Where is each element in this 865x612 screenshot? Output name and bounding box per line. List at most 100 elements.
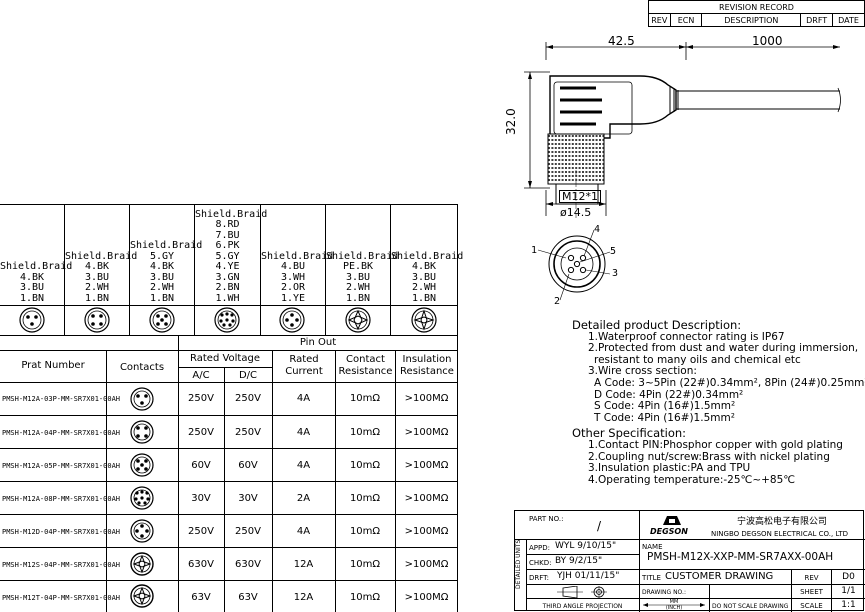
table-row: PMSH-M12D-04P-MM-SR7X01-00AH 250V 250V 4… (0, 515, 458, 548)
scale-value: 1:1 (841, 600, 856, 610)
other-spec-line: 1.Contact PIN:Phosphor copper with gold … (588, 438, 843, 451)
contact-cell: 10mΩ (349, 460, 381, 471)
part-number-cell: PMSH-M12A-08P-MM-SR7X01-00AH (2, 495, 121, 503)
table-row: PMSH-M12A-05P-MM-SR7X01-00AH 60V 60V 4A … (0, 449, 458, 482)
pinout-label: Pin Out (299, 337, 337, 348)
drft-label: DRFT: (529, 574, 550, 582)
contacts-face-icons (130, 387, 154, 608)
current-cell: 4A (296, 393, 311, 404)
ac-cell: 63V (191, 592, 211, 603)
current-cell: 12A (293, 559, 314, 570)
pinout-face-icons (19, 307, 437, 333)
part-number-cell: PMSH-M12T-04P-MM-SR7X01-00AH (2, 594, 121, 602)
contact-5pin-icon (130, 453, 154, 477)
rev-col-ecn: ECN (669, 13, 703, 27)
contact-cell: 10mΩ (349, 559, 381, 570)
insulation-cell: >100MΩ (404, 493, 449, 504)
chkd-label: CHKD: (529, 559, 552, 567)
header-part-number: Prat Number (21, 360, 85, 371)
ac-cell: 250V (188, 393, 214, 404)
ac-cell: 250V (188, 526, 214, 537)
pinout-col-7: Shield.Braid 4.BK 3.BU 2.WH 1.BN (391, 250, 464, 304)
insulation-cell: >100MΩ (404, 427, 449, 438)
current-cell: 4A (296, 427, 311, 438)
no-scale-note: DO NOT SCALE DRAWING (712, 603, 789, 610)
other-spec-line: 4.Operating temperature:-25℃~+85℃ (588, 473, 796, 486)
face-4pin-icon (84, 307, 110, 333)
title-label: TITLE (642, 574, 661, 582)
appd-value: WYL 9/10/15" (555, 541, 617, 551)
table-row: PMSH-M12A-03P-MM-SR7X01-00AH 250V 250V 4… (0, 382, 458, 416)
logo-text: DEGSON (650, 527, 688, 536)
parts-table: Pin Out Prat Number Contacts Rated Volta… (0, 336, 458, 612)
table-row: PMSH-M12S-04P-MM-SR7X01-00AH 630V 630V 1… (0, 548, 458, 581)
contact-8pin-icon (130, 486, 154, 510)
description-line: S Code: 4Pin (16#)1.5mm² (594, 400, 736, 413)
pin-label-4: 4 (594, 224, 601, 235)
ac-cell: 60V (191, 460, 211, 471)
dim-diameter: ø14.5 (560, 206, 592, 219)
part-number-cell: PMSH-M12A-03P-MM-SR7X01-00AH (2, 395, 121, 403)
rev-col-description: DESCRIPTION (701, 13, 802, 27)
revision-title: REVISION RECORD (648, 0, 865, 14)
rev-col-date: DATE (832, 13, 865, 27)
dim-height: 32.0 (504, 108, 518, 135)
description-line: T Code: 4Pin (16#)1.5mm² (594, 411, 735, 424)
dc-cell: 63V (238, 592, 258, 603)
part-number-cell: PMSH-M12A-04P-MM-SR7X01-00AH (2, 429, 121, 437)
insulation-cell: >100MΩ (404, 559, 449, 570)
description-line: 2.Protected from dust and water during i… (588, 342, 859, 355)
part-number-cell: PMSH-M12D-04P-MM-SR7X01-00AH (2, 528, 121, 536)
dim-cable-length: 1000 (752, 34, 783, 48)
table-row: PMSH-M12T-04P-MM-SR7X01-00AH 63V 63V 12A… (0, 581, 458, 612)
part-no-value: / (597, 519, 602, 533)
projection-symbol-icon (557, 586, 607, 598)
current-cell: 4A (296, 460, 311, 471)
drft-value: YJH 01/11/15" (557, 571, 620, 581)
insulation-cell: >100MΩ (404, 460, 449, 471)
current-cell: 2A (296, 493, 311, 504)
dc-cell: 630V (235, 559, 261, 570)
face-8pin-icon (214, 307, 240, 333)
description-line: 3.Wire cross section: (588, 365, 697, 378)
name-label: NAME (642, 543, 663, 551)
contact-cell: 10mΩ (349, 592, 381, 603)
title-block: DETAILED UNITS PART NO.: / DEGSON 宁波高松电子… (514, 510, 865, 612)
insulation-cell: >100MΩ (404, 393, 449, 404)
header-contacts: Contacts (119, 362, 165, 373)
ac-cell: 250V (188, 427, 214, 438)
header-dc: D/C (238, 370, 258, 381)
pin-label-1: 1 (531, 245, 538, 256)
face-4pin-d-code-icon (279, 307, 305, 333)
unit-mm: MM (669, 599, 679, 605)
pinout-table: Shield.Braid 4.BK 3.BU 1.BN Shield.Braid… (0, 204, 464, 336)
dc-cell: 250V (235, 393, 261, 404)
current-cell: 12A (293, 592, 314, 603)
rev-value: D0 (842, 572, 855, 582)
dim-thread: M12*1 (559, 190, 601, 203)
pin-label-5: 5 (610, 246, 617, 257)
insulation-cell: >100MΩ (404, 592, 449, 603)
scale-label: SCALE (800, 602, 823, 610)
pinout-col-2: Shield.Braid 4.BK 3.BU 2.WH 1.BN (65, 250, 138, 304)
description-line: D Code: 4Pin (22#)0.34mm² (594, 388, 744, 401)
table-row: PMSH-M12A-08P-MM-SR7X01-00AH 30V 30V 2A … (0, 482, 458, 515)
revision-record: REVISION RECORD REV ECN DESCRIPTION DRFT… (648, 0, 865, 27)
dc-cell: 30V (238, 493, 258, 504)
rev-label: REV (804, 574, 819, 582)
contact-cell: 10mΩ (349, 427, 381, 438)
header-rated-voltage: Rated Voltage (190, 353, 260, 364)
degson-logo-icon (663, 516, 681, 525)
table-row: PMSH-M12A-04P-MM-SR7X01-00AH 250V 250V 4… (0, 416, 458, 449)
contact-4pin-s-code-icon (130, 552, 154, 576)
description-heading: Detailed product Description: (572, 318, 742, 332)
chkd-value: BY 9/2/15" (555, 556, 603, 566)
header-rated-current: Rated Current (285, 354, 323, 377)
description-line: 1.Waterproof connector rating is IP67 (588, 330, 785, 343)
rev-col-drft: DRFT (800, 13, 834, 27)
other-spec-line: 3.Insulation plastic:PA and TPU (588, 462, 751, 475)
side-label: DETAILED UNITS (515, 539, 522, 589)
contact-4pin-icon (130, 420, 154, 444)
ac-cell: 30V (191, 493, 211, 504)
drawing-no-label: DRAWING NO.: (642, 589, 686, 596)
